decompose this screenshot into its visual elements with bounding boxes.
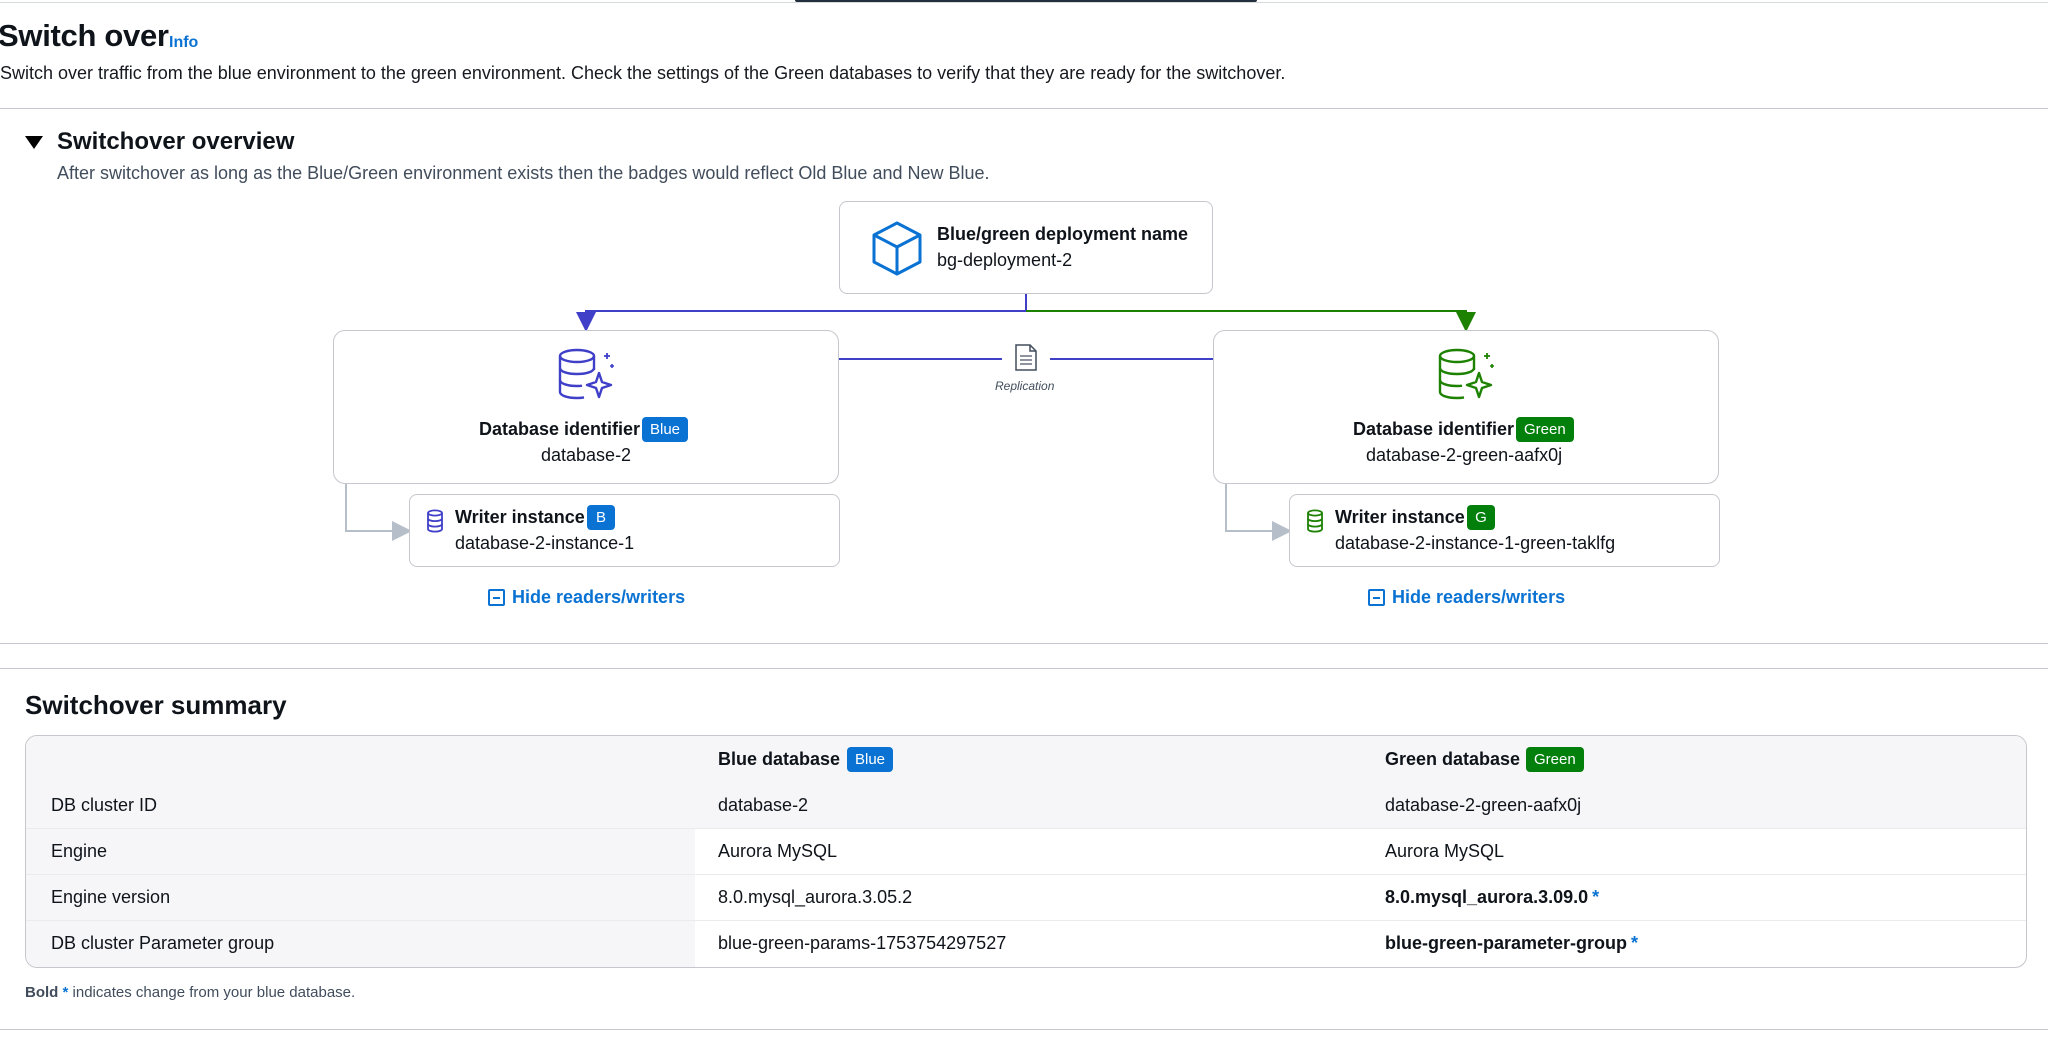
top-tab-indicator	[795, 0, 1257, 2]
green-writer-value: database-2-instance-1-green-taklfg	[1335, 533, 1616, 553]
blue-value: blue-green-params-1753754297527	[718, 933, 1007, 953]
column-header-green: Green database	[1385, 749, 1521, 769]
switchover-overview-panel	[0, 108, 2048, 644]
overview-description: After switchover as long as the Blue/Gre…	[57, 163, 990, 183]
green-database-card	[1213, 330, 1719, 484]
replication-label: Replication	[995, 379, 1055, 393]
blue-writer-instance-card	[409, 494, 840, 567]
green-value: Aurora MySQL	[1385, 841, 1505, 861]
blue-value: 8.0.mysql_aurora.3.05.2	[718, 887, 913, 907]
table-header-row: Blue database Blue Green database Green	[26, 736, 2026, 784]
summary-title: Switchover summary	[25, 690, 287, 720]
deployment-name-card	[839, 201, 1213, 294]
table-row: Engine version 8.0.mysql_aurora.3.05.2 8…	[26, 875, 2026, 921]
blue-value: database-2	[718, 795, 809, 815]
table-row: DB cluster ID database-2 database-2-gree…	[26, 783, 2026, 829]
top-bar-edge	[0, 0, 2048, 3]
change-marker: *	[1631, 933, 1639, 953]
row-name: DB cluster Parameter group	[51, 933, 275, 953]
collapse-minus-icon[interactable]	[488, 589, 505, 606]
green-value-changed: blue-green-parameter-group*	[1385, 933, 1639, 953]
blue-database-card	[333, 330, 839, 484]
blue-writer-value: database-2-instance-1	[455, 533, 635, 553]
blue-hide-readers-writers-link[interactable]: Hide readers/writers	[512, 587, 686, 607]
database-sparkle-icon	[558, 348, 614, 400]
change-legend-note: Bold * indicates change from your blue d…	[25, 984, 356, 1001]
info-link[interactable]: Info	[169, 34, 199, 51]
change-marker: *	[1592, 887, 1600, 907]
page-title: Switch over	[0, 18, 169, 53]
table-row: DB cluster Parameter group blue-green-pa…	[26, 921, 2026, 967]
database-sparkle-icon	[1438, 348, 1494, 400]
collapse-caret-icon[interactable]	[25, 136, 43, 149]
green-value-changed: 8.0.mysql_aurora.3.09.0*	[1385, 887, 1600, 907]
blue-badge: Blue	[642, 417, 689, 442]
blue-badge: Blue	[847, 747, 894, 772]
blue-writer-badge: B	[587, 505, 615, 530]
collapse-minus-icon[interactable]	[1368, 589, 1385, 606]
database-icon	[1307, 509, 1323, 533]
overview-title[interactable]: Switchover overview	[57, 128, 295, 155]
database-icon	[427, 509, 443, 533]
blue-db-identifier-value: database-2	[541, 445, 632, 465]
blue-value: Aurora MySQL	[718, 841, 838, 861]
green-badge: Green	[1526, 747, 1584, 772]
blue-db-identifier-label: Database identifier	[479, 419, 641, 439]
summary-table: Blue database Blue Green database Green …	[25, 735, 2027, 968]
green-db-identifier-label: Database identifier	[1353, 419, 1515, 439]
green-badge: Green	[1516, 417, 1574, 442]
deployment-name-label: Blue/green deployment name	[937, 224, 1189, 244]
green-hide-readers-writers-link[interactable]: Hide readers/writers	[1392, 587, 1566, 607]
column-header-blue: Blue database	[718, 749, 841, 769]
page-description: Switch over traffic from the blue enviro…	[0, 63, 1286, 83]
table-row: Engine Aurora MySQL Aurora MySQL	[26, 829, 2026, 875]
blue-writer-label: Writer instance	[455, 507, 585, 527]
green-writer-badge: G	[1467, 505, 1495, 530]
green-db-identifier-value: database-2-green-aafx0j	[1366, 445, 1563, 465]
row-name: Engine version	[51, 887, 171, 907]
green-value: database-2-green-aafx0j	[1385, 795, 1582, 815]
deployment-name-value: bg-deployment-2	[937, 250, 1073, 270]
row-name: DB cluster ID	[51, 795, 158, 815]
green-writer-instance-card	[1289, 494, 1720, 567]
row-name: Engine	[51, 841, 108, 861]
green-writer-label: Writer instance	[1335, 507, 1465, 527]
cube-icon	[872, 221, 922, 276]
